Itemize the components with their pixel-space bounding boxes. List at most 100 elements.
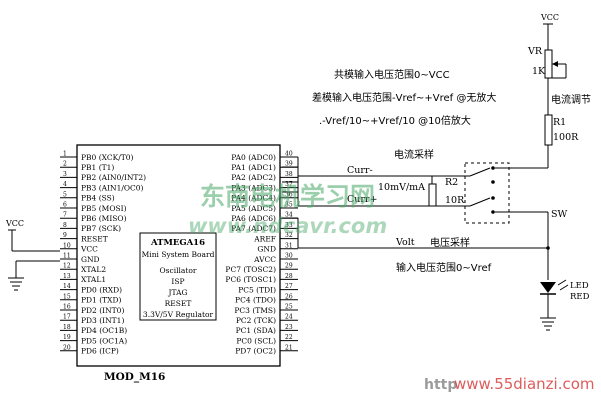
current-adjust-label: 电流调节 (551, 93, 591, 106)
right-pin-name: PC5 (TDI) (238, 285, 276, 294)
sense-ratio-label: 10mV/mA (378, 182, 425, 193)
right-pin-name: PA3 (ADC3) (231, 183, 276, 192)
vr-label: VR (527, 46, 543, 57)
right-pin-number: 40 (285, 151, 293, 158)
left-pin-name: PB5 (MOSI) (81, 204, 127, 213)
right-pin-name: PC2 (TCK) (236, 316, 276, 325)
right-pin-number: 39 (285, 161, 293, 168)
left-power-net: VCC (5, 219, 60, 291)
right-pin-name: PA6 (ADC6) (231, 214, 276, 223)
right-pin-name: PA1 (ADC1) (231, 163, 276, 172)
vcc-top-label: VCC (540, 13, 559, 22)
left-pin-number: 14 (63, 283, 71, 290)
left-pin-name: PB4 (SS) (81, 194, 115, 203)
right-pin-name: PC1 (SDA) (236, 326, 276, 335)
left-pin-name: PD3 (INT1) (81, 316, 124, 325)
switch-box (464, 162, 510, 224)
left-pin-number: 16 (63, 304, 71, 311)
watermark-site-prefix: http (424, 377, 457, 393)
right-pin-number: 25 (285, 304, 293, 311)
left-pin-name: PD0 (RXD) (81, 285, 122, 294)
left-pin-name: PB2 (AIN0/INT2) (81, 173, 146, 182)
right-pin-name: PC7 (TOSC2) (225, 265, 276, 274)
right-pin-name: PA5 (ADC5) (231, 204, 276, 213)
led-label-2: RED (570, 292, 590, 302)
right-pin-number: 32 (285, 232, 293, 239)
sensing-nets (282, 156, 548, 249)
led-label-1: LED (570, 281, 589, 291)
right-pin-number: 37 (285, 181, 293, 188)
watermark-cn-title: 东南电机学习网 (200, 182, 375, 211)
r1-value: 100R (553, 132, 579, 143)
switch-contacts (432, 166, 548, 214)
left-pin-number: 9 (63, 232, 67, 239)
right-pin-name: PC0 (SCL) (236, 336, 276, 345)
right-pin-number: 38 (285, 171, 293, 178)
right-pin-number: 31 (285, 242, 293, 249)
right-pin-name: PA0 (ADC0) (231, 153, 276, 162)
left-pin-name: PB6 (MISO) (81, 214, 127, 223)
sw-label: SW (551, 209, 568, 220)
led-icon (540, 279, 569, 295)
watermark-site-mid: www.ndcavr.com (188, 214, 387, 238)
right-pin-name: PC6 (TOSC1) (225, 275, 276, 284)
right-pin-number: 24 (285, 314, 293, 321)
left-pin-number: 6 (63, 202, 67, 209)
left-pin-name: PD1 (TXD) (81, 296, 121, 305)
inner-box-line: 3.3V/5V Regulator (143, 310, 214, 319)
right-pin-name: PC3 (TMS) (234, 306, 276, 315)
left-pin-number: 7 (63, 212, 67, 219)
left-pin-number: 3 (63, 171, 67, 178)
left-pin-number: 8 (63, 222, 67, 229)
voltage-sample-label: 电压采样 (430, 236, 470, 249)
left-pin-name: GND (81, 255, 100, 264)
right-pin-number: 23 (285, 324, 293, 331)
ground-left-icon (8, 277, 24, 291)
right-pin-number: 28 (285, 273, 293, 280)
right-pin-name: PC4 (TDO) (235, 296, 276, 305)
module-name: MOD_M16 (104, 371, 165, 384)
note-diff-mode: 差模输入电压范围-Vref~+Vref @无放大 (312, 91, 496, 104)
right-pin-name: PA2 (ADC2) (231, 173, 276, 182)
left-pin-number: 17 (63, 314, 71, 321)
right-pin-number: 22 (285, 334, 293, 341)
left-pin-number: 1 (63, 151, 67, 158)
inner-box-line: ISP (171, 277, 184, 286)
left-pin-number: 15 (63, 293, 71, 300)
vr-potentiometer (544, 49, 553, 79)
left-pin-number: 20 (63, 344, 71, 351)
right-pin-number: 33 (285, 222, 293, 229)
right-pin-number: 29 (285, 263, 293, 270)
left-pin-name: PB7 (SCK) (81, 224, 121, 233)
right-pin-number: 34 (285, 212, 293, 219)
left-pin-name: XTAL1 (81, 275, 106, 284)
left-pin-number: 11 (63, 253, 71, 260)
inner-box-line: Oscillator (160, 266, 197, 275)
left-pin-number: 19 (63, 334, 71, 341)
left-pin-name: PB1 (T1) (81, 163, 114, 172)
right-pin-name: AVCC (253, 255, 276, 264)
right-pin-number: 21 (285, 344, 293, 351)
left-pin-name: PB0 (XCK/T0) (81, 153, 133, 162)
right-pin-number: 30 (285, 253, 293, 260)
r1-resistor (544, 114, 553, 146)
vr-value: 1K (532, 66, 546, 77)
left-pin-number: 18 (63, 324, 71, 331)
inner-box-line: ATMEGA16 (150, 238, 205, 248)
left-pin-name: RESET (81, 234, 108, 243)
left-pin-number: 4 (63, 181, 67, 188)
vcc-left-label: VCC (5, 219, 24, 228)
inner-box-line: RESET (165, 299, 192, 308)
left-pin-name: PB3 (AIN1/OC0) (81, 183, 144, 192)
inner-box-line: Mini System Board (142, 250, 215, 259)
inner-box-line: JTAG (167, 288, 187, 297)
ground-right-icon (540, 317, 556, 331)
watermark-site-bottom: www.55dianzi.com (454, 375, 595, 393)
volt-label: Volt (395, 237, 415, 248)
input-range-label: 输入电压范围0~Vref (396, 261, 492, 274)
right-pin-number: 26 (285, 293, 293, 300)
r1-label: R1 (553, 117, 566, 128)
right-pin-number: 27 (285, 283, 293, 290)
